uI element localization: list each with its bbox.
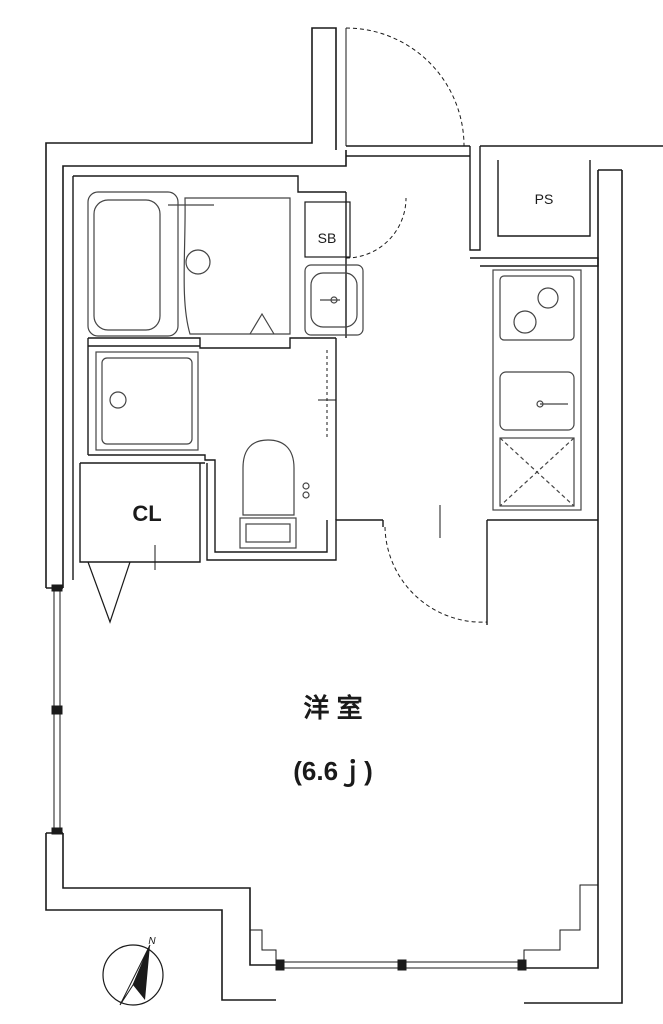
wash-basin xyxy=(304,264,364,336)
entrance-door xyxy=(345,27,465,147)
hall-door-swing xyxy=(345,197,407,259)
bathtub xyxy=(87,191,291,337)
compass-needle-fill xyxy=(133,945,150,1000)
pipe-space-label: PS xyxy=(535,191,554,207)
closet: CL xyxy=(87,501,162,624)
room-door xyxy=(384,505,488,623)
washroom-door xyxy=(318,350,336,440)
shoe-box: SB xyxy=(304,201,351,258)
closet-label: CL xyxy=(132,501,161,526)
pipe-space: PS xyxy=(535,191,554,207)
left-window xyxy=(51,584,63,835)
compass-north-label: N xyxy=(148,936,156,947)
compass: N xyxy=(102,936,164,1006)
kitchen-counter xyxy=(492,269,582,511)
laundry-pan xyxy=(95,351,199,451)
compass-ring xyxy=(102,944,164,1006)
room-label: 洋 室 xyxy=(303,693,362,723)
shoe-box-label: SB xyxy=(318,230,337,246)
toilet xyxy=(239,439,310,549)
bay-steps xyxy=(249,884,598,968)
interior-walls xyxy=(72,145,599,625)
room-size: (6.6ｊ) xyxy=(293,756,372,787)
bottom-window xyxy=(275,959,527,971)
